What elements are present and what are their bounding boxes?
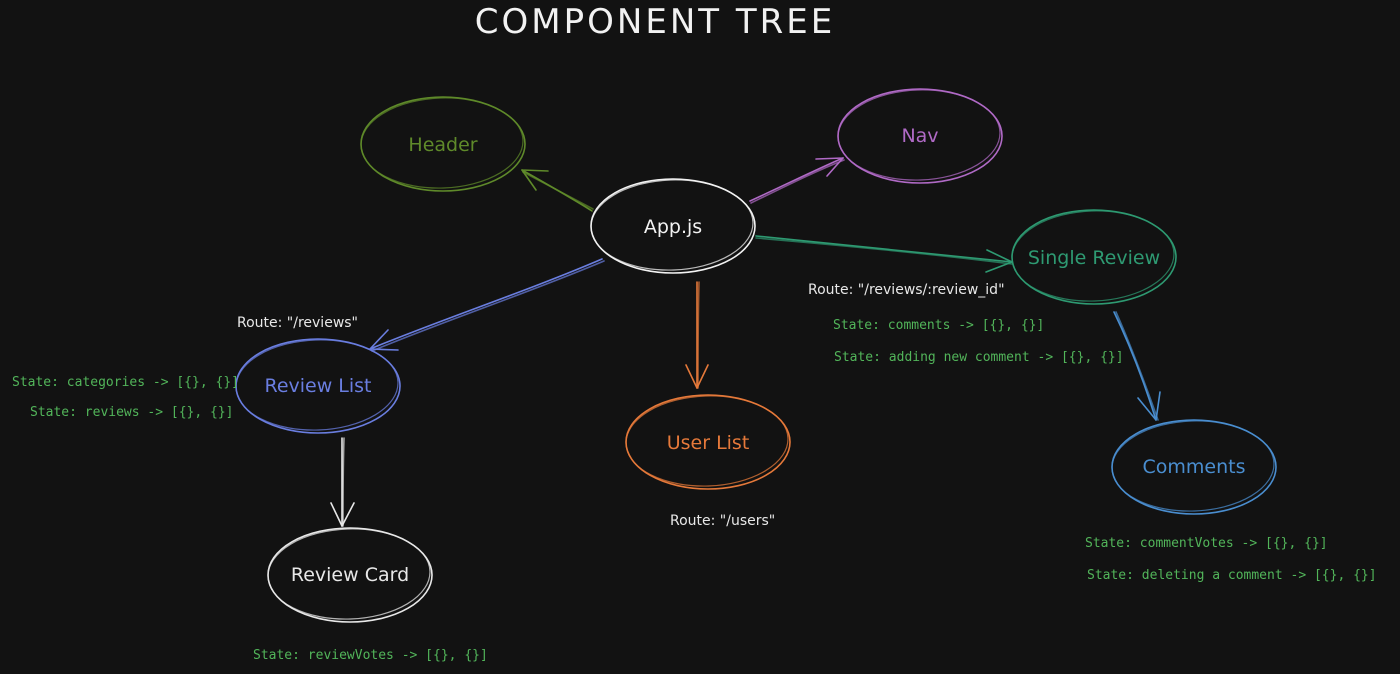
edge-app-to-single-review bbox=[755, 235, 1013, 273]
node-user-list[interactable]: User List bbox=[624, 393, 791, 490]
edge-app-to-header bbox=[521, 169, 594, 212]
node-header[interactable]: Header bbox=[359, 95, 526, 192]
state-label-categories: State: categories -> [{}, {}] bbox=[12, 375, 239, 390]
edge-review-list-to-review-card bbox=[330, 437, 355, 527]
state-label-comments: State: comments -> [{}, {}] bbox=[833, 318, 1044, 333]
edge-app-to-nav bbox=[749, 157, 845, 204]
node-nav[interactable]: Nav bbox=[836, 87, 1003, 184]
node-review-list[interactable]: Review List bbox=[234, 337, 401, 434]
node-review-list-label: Review List bbox=[264, 375, 371, 397]
route-label-reviews: Route: "/reviews" bbox=[237, 315, 358, 331]
node-single-review-label: Single Review bbox=[1028, 247, 1160, 269]
edge-single-review-to-comments bbox=[1113, 311, 1161, 421]
node-nav-label: Nav bbox=[901, 125, 938, 147]
node-user-list-label: User List bbox=[667, 432, 750, 454]
node-app-label: App.js bbox=[644, 216, 702, 238]
state-label-adding-comment: State: adding new comment -> [{}, {}] bbox=[834, 350, 1124, 365]
node-app[interactable]: App.js bbox=[589, 177, 756, 274]
state-label-comment-votes: State: commentVotes -> [{}, {}] bbox=[1085, 536, 1328, 551]
state-label-review-votes: State: reviewVotes -> [{}, {}] bbox=[253, 648, 488, 663]
node-header-label: Header bbox=[408, 134, 477, 156]
node-comments[interactable]: Comments bbox=[1110, 418, 1277, 515]
route-label-single-review: Route: "/reviews/:review_id" bbox=[808, 282, 1005, 298]
node-review-card-label: Review Card bbox=[291, 564, 409, 586]
state-label-deleting-comment: State: deleting a comment -> [{}, {}] bbox=[1087, 568, 1377, 583]
route-label-users: Route: "/users" bbox=[670, 513, 775, 529]
edge-app-to-user-list bbox=[685, 281, 709, 389]
node-review-card[interactable]: Review Card bbox=[266, 526, 433, 623]
state-label-reviews: State: reviews -> [{}, {}] bbox=[30, 405, 234, 420]
edge-app-to-review-list bbox=[369, 258, 605, 352]
diagram-title: COMPONENT TREE bbox=[475, 2, 835, 42]
node-single-review[interactable]: Single Review bbox=[1010, 208, 1177, 305]
node-comments-label: Comments bbox=[1143, 456, 1246, 478]
